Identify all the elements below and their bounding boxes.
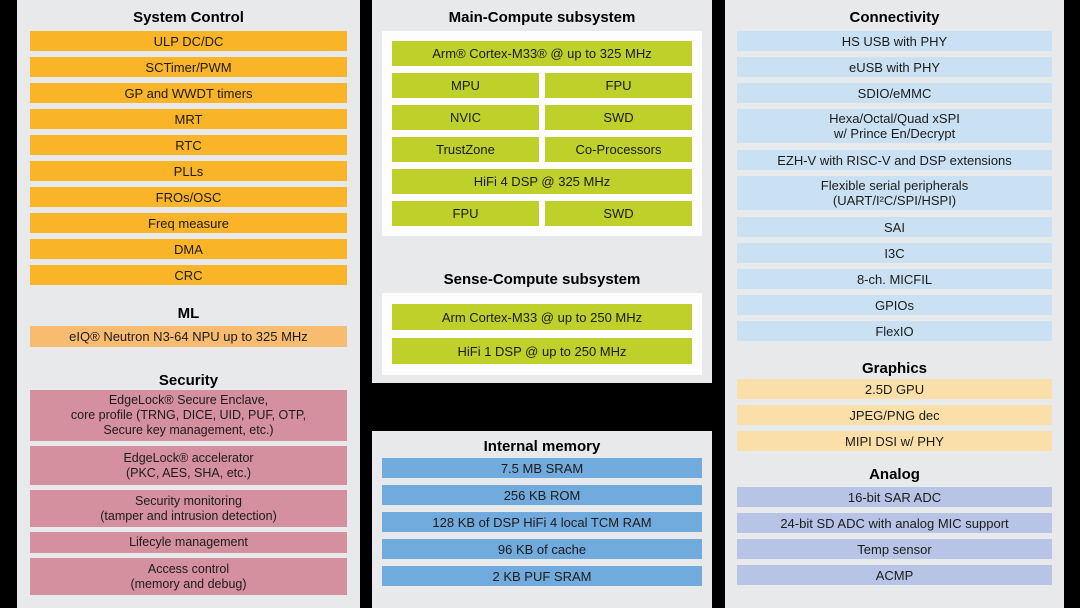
block-freq-measure: Freq measure	[30, 213, 347, 233]
block-swd-m33: SWD	[545, 105, 692, 130]
panel-internal-memory: Internal memory 7.5 MB SRAM 256 KB ROM 1…	[372, 431, 712, 608]
block-swd-dsp: SWD	[545, 201, 692, 226]
block-micfil: 8-ch. MICFIL	[737, 269, 1052, 289]
section-title-connectivity: Connectivity	[849, 9, 940, 26]
block-dma: DMA	[30, 239, 347, 259]
block-hs-usb-phy: HS USB with PHY	[737, 31, 1052, 51]
block-rtc: RTC	[30, 135, 347, 155]
block-temp-sensor: Temp sensor	[737, 539, 1052, 559]
block-lifecycle-management: Lifecyle management	[30, 532, 347, 553]
sense-compute-box: Arm Cortex-M33 @ up to 250 MHz HiFi 1 DS…	[382, 293, 702, 375]
block-security-monitoring: Security monitoring (tamper and intrusio…	[30, 490, 347, 527]
block-nvic: NVIC	[392, 105, 539, 130]
block-hifi1-dsp: HiFi 1 DSP @ up to 250 MHz	[392, 338, 692, 364]
main-compute-box: Arm® Cortex-M33® @ up to 325 MHz MPU FPU…	[382, 31, 702, 236]
block-cortex-m33-main: Arm® Cortex-M33® @ up to 325 MHz	[392, 41, 692, 66]
block-edgelock-secure-enclave: EdgeLock® Secure Enclave, core profile (…	[30, 390, 347, 441]
block-xspi-prince: Hexa/Octal/Quad xSPI w/ Prince En/Decryp…	[737, 109, 1052, 143]
block-trustzone: TrustZone	[392, 137, 539, 162]
panel-compute-subsystems: Main-Compute subsystem Arm® Cortex-M33® …	[372, 0, 712, 383]
section-title-system-control: System Control	[133, 9, 244, 26]
block-gpu: 2.5D GPU	[737, 379, 1052, 399]
block-gp-wwdt-timers: GP and WWDT timers	[30, 83, 347, 103]
section-title-main-compute: Main-Compute subsystem	[448, 9, 636, 26]
block-eusb-phy: eUSB with PHY	[737, 57, 1052, 77]
block-fpu-dsp: FPU	[392, 201, 539, 226]
section-title-sense-compute: Sense-Compute subsystem	[443, 271, 641, 288]
block-cache: 96 KB of cache	[382, 539, 702, 559]
block-hifi4-dsp: HiFi 4 DSP @ 325 MHz	[392, 169, 692, 194]
block-sctimer-pwm: SCTimer/PWM	[30, 57, 347, 77]
block-sd-adc: 24-bit SD ADC with analog MIC support	[737, 513, 1052, 533]
section-title-internal-memory: Internal memory	[483, 438, 601, 455]
block-sram: 7.5 MB SRAM	[382, 458, 702, 478]
block-mipi-dsi: MIPI DSI w/ PHY	[737, 431, 1052, 451]
block-flexio: FlexIO	[737, 321, 1052, 341]
block-ezh-v: EZH-V with RISC-V and DSP extensions	[737, 150, 1052, 170]
section-title-security: Security	[158, 372, 219, 389]
block-mrt: MRT	[30, 109, 347, 129]
block-puf-sram: 2 KB PUF SRAM	[382, 566, 702, 586]
block-rom: 256 KB ROM	[382, 485, 702, 505]
block-i3c: I3C	[737, 243, 1052, 263]
block-tcm-ram: 128 KB of DSP HiFi 4 local TCM RAM	[382, 512, 702, 532]
block-fpu-m33: FPU	[545, 73, 692, 98]
block-flexible-serial-peripherals: Flexible serial peripherals (UART/I²C/SP…	[737, 176, 1052, 210]
block-gpios: GPIOs	[737, 295, 1052, 315]
block-edgelock-accelerator: EdgeLock® accelerator (PKC, AES, SHA, et…	[30, 446, 347, 485]
block-crc: CRC	[30, 265, 347, 285]
block-plls: PLLs	[30, 161, 347, 181]
block-jpeg-png-dec: JPEG/PNG dec	[737, 405, 1052, 425]
block-co-processors: Co-Processors	[545, 137, 692, 162]
block-mpu: MPU	[392, 73, 539, 98]
block-access-control: Access control (memory and debug)	[30, 558, 347, 595]
block-eiq-neutron-npu: eIQ® Neutron N3-64 NPU up to 325 MHz	[30, 326, 347, 347]
block-ulp-dcdc: ULP DC/DC	[30, 31, 347, 51]
block-fros-osc: FROs/OSC	[30, 187, 347, 207]
panel-system-control-ml-security: System Control ULP DC/DC SCTimer/PWM GP …	[17, 0, 360, 608]
section-title-ml: ML	[177, 305, 200, 322]
panel-connectivity-graphics-analog: Connectivity HS USB with PHY eUSB with P…	[725, 0, 1064, 608]
block-sar-adc: 16-bit SAR ADC	[737, 487, 1052, 507]
block-sdio-emmc: SDIO/eMMC	[737, 83, 1052, 103]
block-sai: SAI	[737, 217, 1052, 237]
block-acmp: ACMP	[737, 565, 1052, 585]
section-title-analog: Analog	[869, 466, 920, 483]
section-title-graphics: Graphics	[861, 360, 928, 377]
block-cortex-m33-sense: Arm Cortex-M33 @ up to 250 MHz	[392, 304, 692, 330]
